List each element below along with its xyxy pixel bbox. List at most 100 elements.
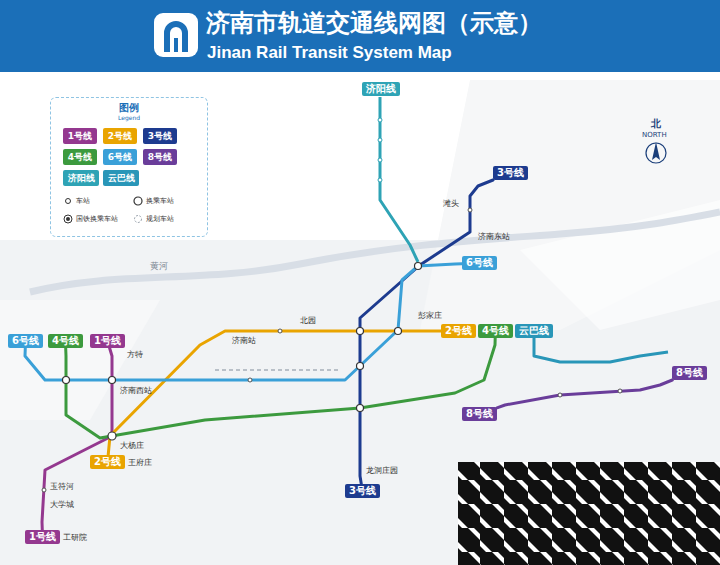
map-subtitle: Jinan Rail Transit System Map bbox=[207, 43, 452, 63]
metro-line bbox=[497, 380, 672, 408]
symbol-circle bbox=[64, 215, 72, 223]
station-name: 济南西站 bbox=[120, 386, 152, 396]
station-name: 王府庄 bbox=[128, 458, 152, 468]
station-name: 济南站 bbox=[232, 336, 256, 346]
station-symbol bbox=[63, 196, 73, 206]
legend-swatch: 4号线 bbox=[63, 149, 97, 165]
station-name: 龙洞庄园 bbox=[366, 466, 398, 476]
line-badge: 1号线 bbox=[90, 334, 125, 348]
line-badge: 8号线 bbox=[462, 407, 497, 421]
symbol-circle bbox=[135, 216, 142, 223]
station-name: 工研院 bbox=[63, 533, 87, 543]
logo bbox=[154, 13, 198, 57]
legend-text: 济阳线 bbox=[68, 173, 95, 183]
compass-label: NORTH bbox=[642, 131, 667, 140]
legend-swatch: 2号线 bbox=[103, 128, 137, 144]
line-badge: 济阳线 bbox=[362, 82, 400, 96]
line-badge: 8号线 bbox=[672, 366, 707, 380]
transfer-stations bbox=[63, 263, 422, 441]
houndstooth-pattern bbox=[458, 462, 720, 565]
legend-swatch: 济阳线 bbox=[63, 170, 99, 186]
line-badge: 云巴线 bbox=[515, 324, 553, 338]
legend-text: 车站 bbox=[76, 197, 90, 205]
line-badge: 3号线 bbox=[493, 166, 528, 180]
legend-text: 云巴线 bbox=[108, 173, 135, 183]
legend-heading: 图例 bbox=[51, 102, 207, 114]
legend-symbol-row: 车站 bbox=[63, 196, 90, 206]
metro-line bbox=[25, 264, 462, 380]
station-name: 济南东站 bbox=[478, 232, 510, 242]
line-name: 3号线 bbox=[497, 167, 524, 178]
legend-subheading: Legend bbox=[51, 114, 207, 122]
legend-text: 1号线 bbox=[68, 131, 92, 141]
jiyang-stations bbox=[378, 118, 382, 182]
legend-swatch: 8号线 bbox=[143, 149, 177, 165]
line-badge: 4号线 bbox=[478, 324, 513, 338]
north-arrow bbox=[646, 142, 666, 163]
symbol-inner bbox=[66, 217, 70, 221]
legend-text: 4号线 bbox=[68, 152, 92, 162]
legend-swatch: 1号线 bbox=[63, 128, 97, 144]
station-symbol bbox=[63, 214, 73, 224]
station-name: 北园 bbox=[300, 316, 316, 326]
station-symbol bbox=[133, 196, 143, 206]
line-badge: 6号线 bbox=[8, 334, 43, 348]
station-symbol bbox=[133, 214, 143, 224]
station-name: 大杨庄 bbox=[120, 441, 144, 451]
legend-swatch: 云巴线 bbox=[103, 170, 139, 186]
compass-label: 北 bbox=[651, 118, 661, 130]
station-name: 彭家庄 bbox=[418, 311, 442, 321]
metro-line bbox=[360, 180, 493, 484]
line-name: 4号线 bbox=[52, 335, 79, 346]
line-name: 1号线 bbox=[29, 531, 56, 542]
symbol-circle bbox=[134, 197, 142, 205]
line-badge: 6号线 bbox=[462, 256, 497, 270]
station-name: 方特 bbox=[127, 350, 143, 360]
legend-text: 规划车站 bbox=[146, 215, 174, 223]
jiyang-line bbox=[380, 97, 418, 262]
legend-text: 换乘车站 bbox=[146, 197, 174, 205]
legend-text: 国铁换乘车站 bbox=[76, 215, 118, 223]
line-name: 4号线 bbox=[482, 325, 509, 336]
land-area bbox=[0, 80, 720, 565]
metro-line bbox=[108, 331, 441, 455]
line-badge: 2号线 bbox=[441, 324, 476, 338]
legend-swatch: 3号线 bbox=[143, 128, 177, 144]
header-bar bbox=[0, 0, 720, 72]
line-name: 6号线 bbox=[466, 257, 493, 268]
legend-text: 3号线 bbox=[148, 131, 172, 141]
metro-line bbox=[66, 338, 496, 438]
river-name: 黄河 bbox=[150, 261, 168, 272]
station-name: 滩头 bbox=[443, 199, 459, 209]
symbol-circle bbox=[66, 199, 71, 204]
station-name: 玉符河 bbox=[50, 482, 74, 492]
line-name: 6号线 bbox=[12, 335, 39, 346]
line-name: 济阳线 bbox=[366, 83, 396, 94]
planned-line bbox=[215, 369, 340, 371]
legend-symbol-row: 国铁换乘车站 bbox=[63, 214, 118, 224]
legend-text: 8号线 bbox=[148, 152, 172, 162]
line-badge: 4号线 bbox=[48, 334, 83, 348]
line-name: 8号线 bbox=[466, 408, 493, 419]
legend-symbol-row: 规划车站 bbox=[133, 214, 174, 224]
line-name: 2号线 bbox=[94, 456, 121, 467]
stations bbox=[42, 208, 622, 492]
line-name: 云巴线 bbox=[519, 325, 549, 336]
legend-symbol-row: 换乘车站 bbox=[133, 196, 174, 206]
legend-box: 图例Legend 1号线 2号线 3号线 4号线 6号线 8号线济阳线 云巴线车站 换乘车站国铁… bbox=[50, 97, 208, 237]
legend-text: 6号线 bbox=[108, 152, 132, 162]
line-name: 1号线 bbox=[94, 335, 121, 346]
station-name: 大学城 bbox=[50, 500, 74, 510]
yunba-line bbox=[534, 338, 668, 362]
legend-swatch: 6号线 bbox=[103, 149, 137, 165]
line-name: 3号线 bbox=[349, 485, 376, 496]
map-title: 济南市轨道交通线网图（示意） bbox=[206, 9, 542, 37]
line-badge: 1号线 bbox=[25, 530, 60, 544]
line-badge: 2号线 bbox=[90, 455, 125, 469]
line-name: 2号线 bbox=[445, 325, 472, 336]
line-badge: 3号线 bbox=[345, 484, 380, 498]
legend-text: 2号线 bbox=[108, 131, 132, 141]
